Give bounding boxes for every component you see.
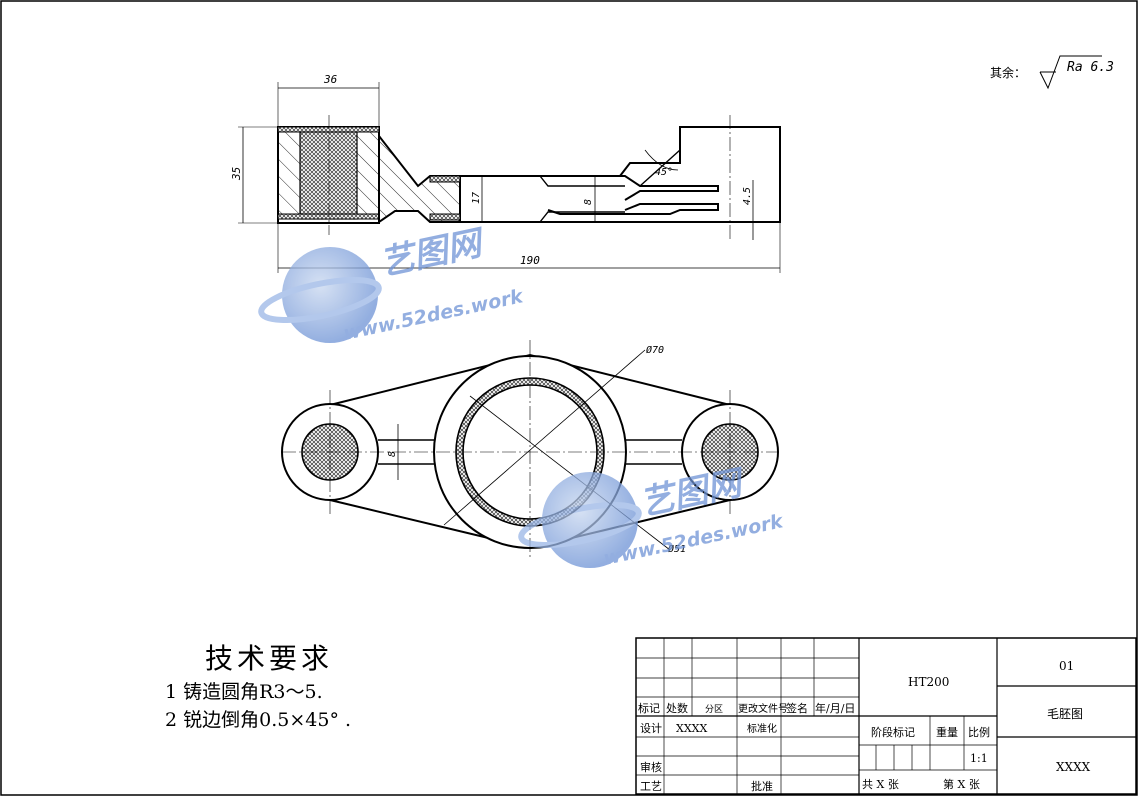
roughness-value: Ra 6.3 — [1067, 60, 1114, 75]
requirement-item-1: 1 铸造圆角R3～5. — [165, 681, 323, 703]
watermark-logo-1: 艺图网 www.52des.work — [258, 222, 526, 345]
process-label: 工艺 — [640, 780, 662, 793]
standard-label: 标准化 — [747, 722, 777, 735]
col-mark: 标记 — [638, 701, 660, 715]
roughness-symbol: 其余： Ra 6.3 — [990, 55, 1114, 90]
front-section-view — [238, 82, 781, 273]
title-block — [635, 637, 1137, 795]
watermark-brand: 艺图网 — [377, 222, 490, 283]
weight-label: 重量 — [936, 725, 958, 739]
drawing-name: 毛胚图 — [1047, 707, 1083, 721]
col-zone: 分区 — [705, 704, 723, 715]
total-sheets: 共 X 张 — [862, 778, 899, 791]
approve-label: 批准 — [751, 779, 773, 793]
col-count: 处数 — [666, 702, 688, 715]
dim-depth: 4.5 — [742, 187, 753, 205]
dim-inner-gap: 8 — [583, 199, 594, 205]
col-sign: 签名 — [786, 701, 808, 715]
col-date: 年/月/日 — [815, 701, 855, 715]
design-label: 设计 — [640, 722, 662, 735]
dim-slot-height: 17 — [471, 192, 482, 204]
drawing-number: 01 — [1059, 659, 1074, 673]
company: XXXX — [1056, 760, 1091, 774]
dim-chamfer-angle: 45° — [655, 167, 673, 178]
dim-left-height: 35 — [230, 167, 243, 181]
dim-top-width: 36 — [323, 73, 338, 86]
scale-value: 1:1 — [970, 752, 988, 765]
title-block-text: HT200 01 毛胚图 XXXX 标记 处数 分区 更改文件号 签名 年/月/… — [638, 659, 1091, 793]
review-label: 审核 — [640, 760, 662, 774]
dim-inner-dia: Ø51 — [668, 543, 686, 555]
design-name: XXXX — [676, 722, 707, 735]
dim-outer-dia: Ø70 — [646, 344, 664, 356]
col-doc-no: 更改文件号 — [738, 702, 788, 715]
roughness-prefix: 其余： — [990, 65, 1026, 80]
stage-mark-label: 阶段标记 — [871, 725, 915, 739]
sheet-number: 第 X 张 — [943, 777, 980, 791]
dim-arm-width: 8 — [387, 451, 398, 457]
requirement-item-2: 2 锐边倒角0.5×45° . — [165, 709, 351, 731]
dim-overall-length: 190 — [520, 254, 540, 267]
requirements-title: 技术要求 — [205, 642, 333, 675]
scale-label: 比例 — [968, 725, 990, 739]
material: HT200 — [908, 675, 949, 689]
